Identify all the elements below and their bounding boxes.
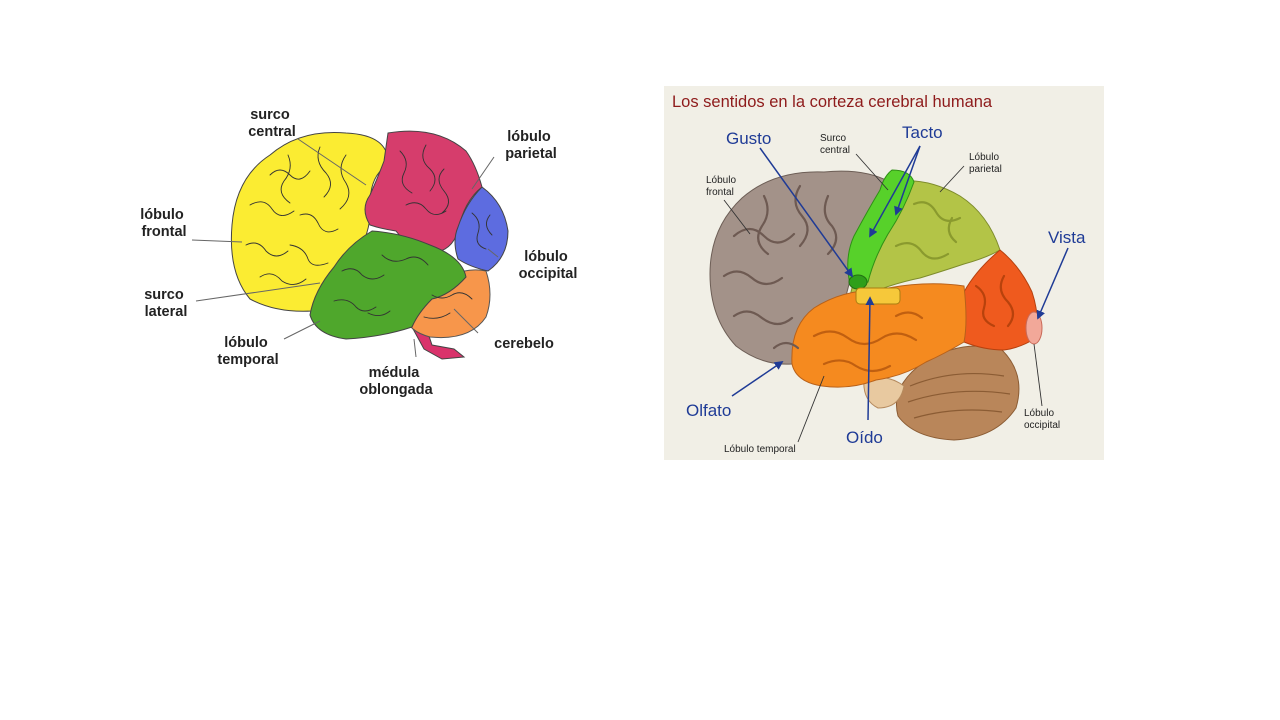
label-medula-oblongada: médula oblongada <box>359 365 433 398</box>
parietal-gyri <box>894 201 962 260</box>
lobes-diagram-svg: surco central lóbulo parietal lóbulo fro… <box>140 107 578 398</box>
temporal-region <box>309 230 467 340</box>
label-lobulo-occipital-r: Lóbulo occipital <box>1024 408 1060 431</box>
label-gusto: Gusto <box>726 129 771 148</box>
label-lobulo-parietal-r: Lóbulo parietal <box>969 152 1002 175</box>
temporal-gyri <box>812 311 924 373</box>
label-surco-central: surco central <box>248 107 296 140</box>
senses-cortex-diagram: Los sentidos en la corteza cerebral huma… <box>664 86 1104 460</box>
gyri-lines <box>245 144 493 319</box>
label-cerebelo: cerebelo <box>494 336 554 352</box>
label-lobulo-temporal: lóbulo temporal <box>217 335 278 368</box>
label-surco-lateral: surco lateral <box>144 287 188 320</box>
cerebelo-lines <box>907 372 1011 419</box>
leader-lines <box>723 153 1043 443</box>
leader-lines <box>191 138 499 358</box>
frontal-gyri <box>722 184 838 350</box>
occipital-region <box>454 186 509 272</box>
label-tacto: Tacto <box>902 123 943 142</box>
label-lobulo-parietal: lóbulo parietal <box>505 129 557 162</box>
label-surco-central-r: Surco central <box>820 133 850 156</box>
occipital-gyri <box>974 274 1015 328</box>
sense-arrows <box>731 145 1069 421</box>
label-olfato: Olfato <box>686 401 731 420</box>
frontal-region <box>230 132 389 312</box>
label-lobulo-occipital: lóbulo occipital <box>519 249 578 282</box>
occipital-region <box>960 249 1038 351</box>
diagram-title: Los sentidos en la corteza cerebral huma… <box>672 93 993 111</box>
label-lobulo-frontal-r: Lóbulo frontal <box>706 175 739 198</box>
label-lobulo-temporal-r: Lóbulo temporal <box>724 444 796 455</box>
vista-area <box>1025 311 1043 345</box>
label-oido: Oído <box>846 428 883 447</box>
senses-cortex-svg: Los sentidos en la corteza cerebral huma… <box>672 93 1086 455</box>
lobes-diagram: surco central lóbulo parietal lóbulo fro… <box>120 95 600 415</box>
gusto-area <box>848 274 868 290</box>
oido-area <box>855 287 901 305</box>
label-lobulo-frontal: lóbulo frontal <box>140 207 188 240</box>
label-vista: Vista <box>1048 228 1086 247</box>
